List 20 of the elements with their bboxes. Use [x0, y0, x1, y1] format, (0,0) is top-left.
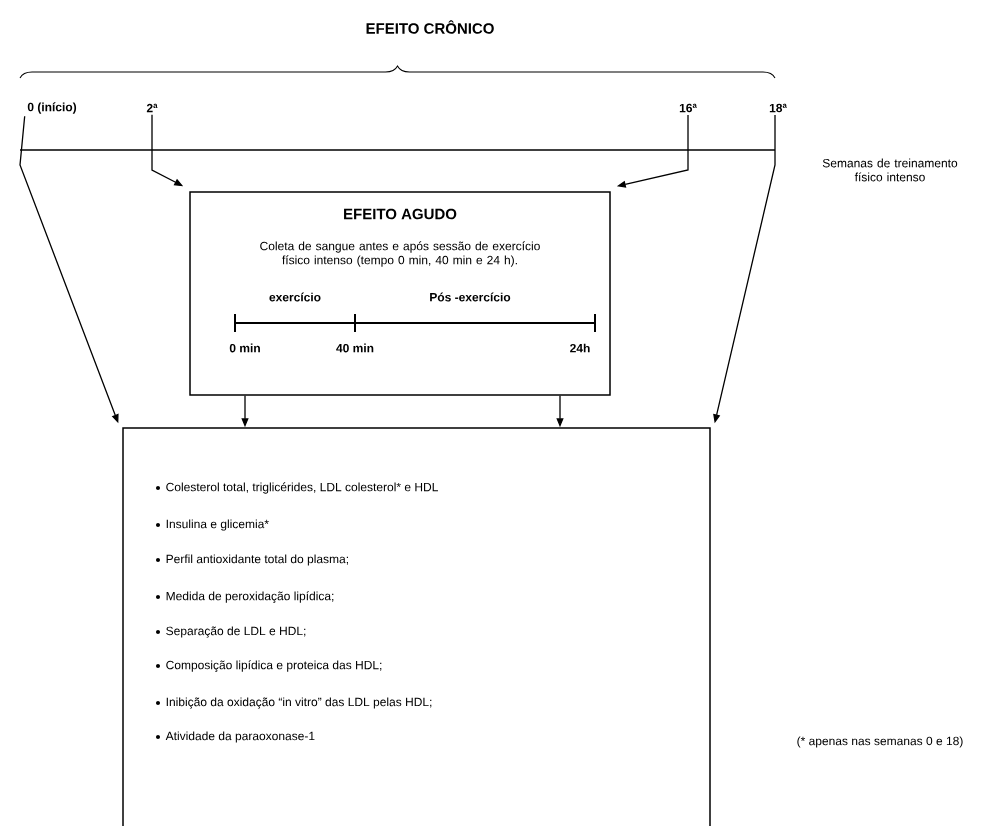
week-label: 18ª	[769, 103, 787, 113]
phase-label: Pós -exercício	[430, 292, 511, 302]
list-item: Insulina e glicemia*	[166, 519, 269, 531]
axis-label: Semanas de treinamento físico intenso	[822, 158, 958, 182]
heading: EFEITO CRÔNICO	[366, 20, 494, 34]
list-item: Atividade da paraoxonase-1	[165, 731, 315, 743]
list-item: Colesterol total, triglicérides, LDL colesterol* e HDL	[166, 482, 438, 494]
list-item: Separação de LDL e HDL;	[166, 626, 306, 638]
week-label: 0 (início)	[27, 102, 77, 114]
time-label: 0 min	[229, 343, 260, 353]
time-label: 24h	[570, 343, 590, 353]
list-item: Composição lipídica e proteica das HDL;	[166, 660, 382, 672]
footnote: (* apenas nas semanas 0 e 18)	[797, 736, 963, 748]
list-item: Medida de peroxidação lipídica;	[166, 591, 334, 603]
week-label: 2ª	[146, 103, 158, 113]
list-item: Perfil antioxidante total do plasma;	[166, 554, 348, 566]
phase-label: exercício	[269, 292, 321, 302]
time-label: 40 min	[336, 343, 374, 353]
list-item: Inibição da oxidação “in vitro” das LDL pelas HDL;	[166, 697, 432, 709]
week-label: 16ª	[679, 103, 697, 113]
